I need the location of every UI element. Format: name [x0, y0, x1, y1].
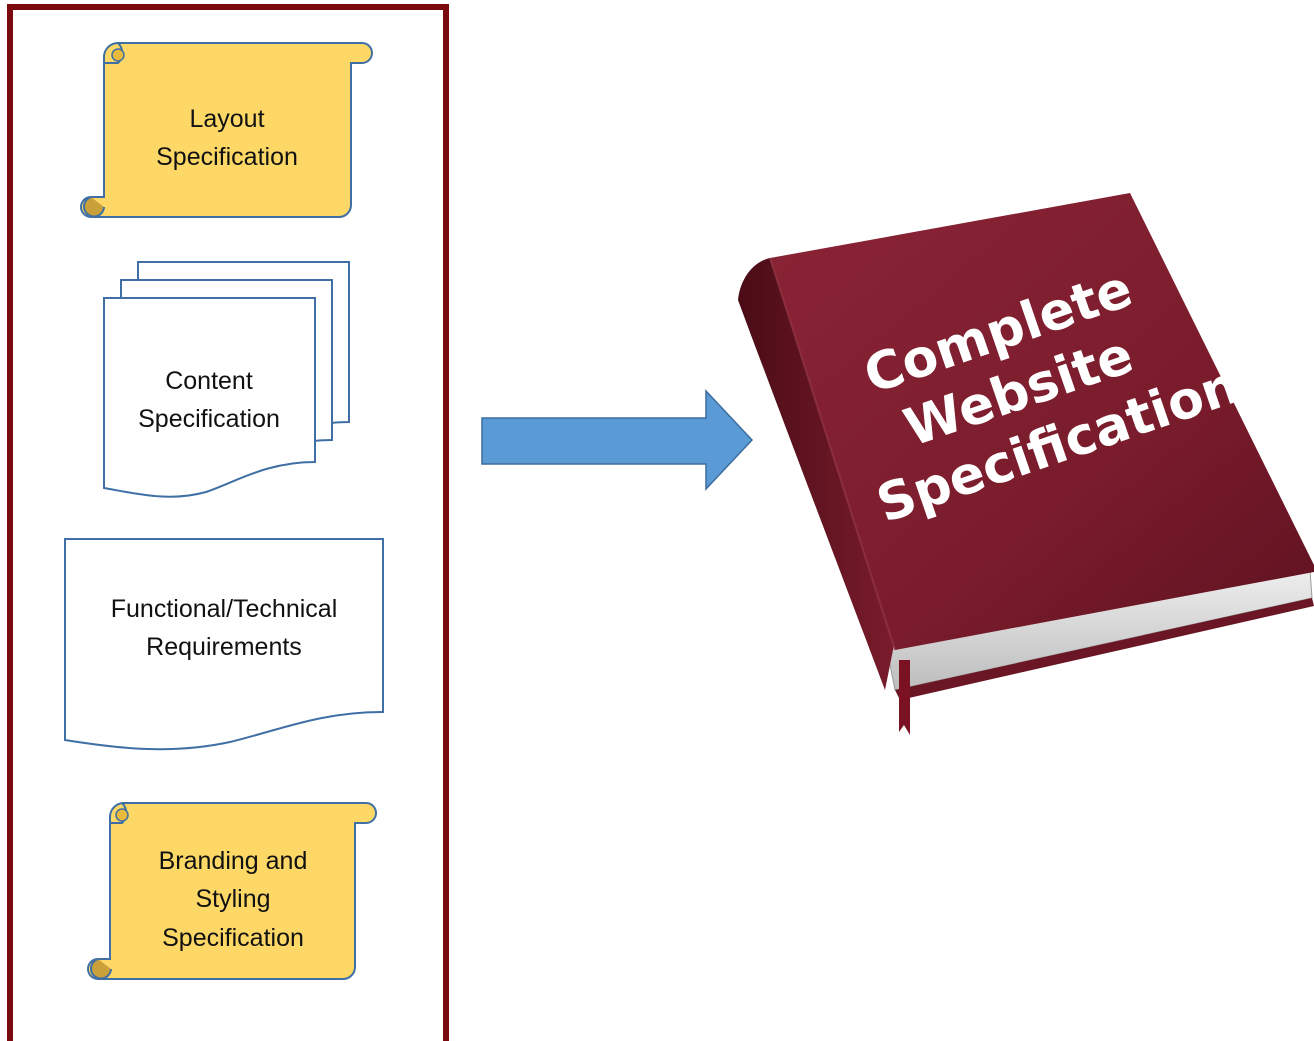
layout-spec-line2: Specification — [156, 143, 298, 171]
content-spec-line1: Content — [165, 367, 253, 395]
functional-req-line1: Functional/Technical — [111, 595, 338, 623]
book-illustration: Complete Website Specification — [738, 193, 1314, 735]
branding-spec-line3: Specification — [162, 924, 304, 952]
content-spec-line2: Specification — [138, 405, 280, 433]
functional-requirements-document: Functional/Technical Requirements — [64, 538, 384, 751]
layout-spec-scroll: Layout Specification — [80, 42, 373, 218]
branding-spec-line1: Branding and — [159, 847, 308, 875]
branding-spec-line2: Styling — [195, 885, 270, 913]
branding-spec-scroll: Branding and Styling Specification — [87, 802, 377, 980]
layout-spec-line1: Layout — [189, 105, 264, 133]
functional-req-line2: Requirements — [146, 633, 302, 661]
content-spec-documents: Content Specification — [103, 261, 350, 498]
flow-arrow — [481, 389, 754, 491]
